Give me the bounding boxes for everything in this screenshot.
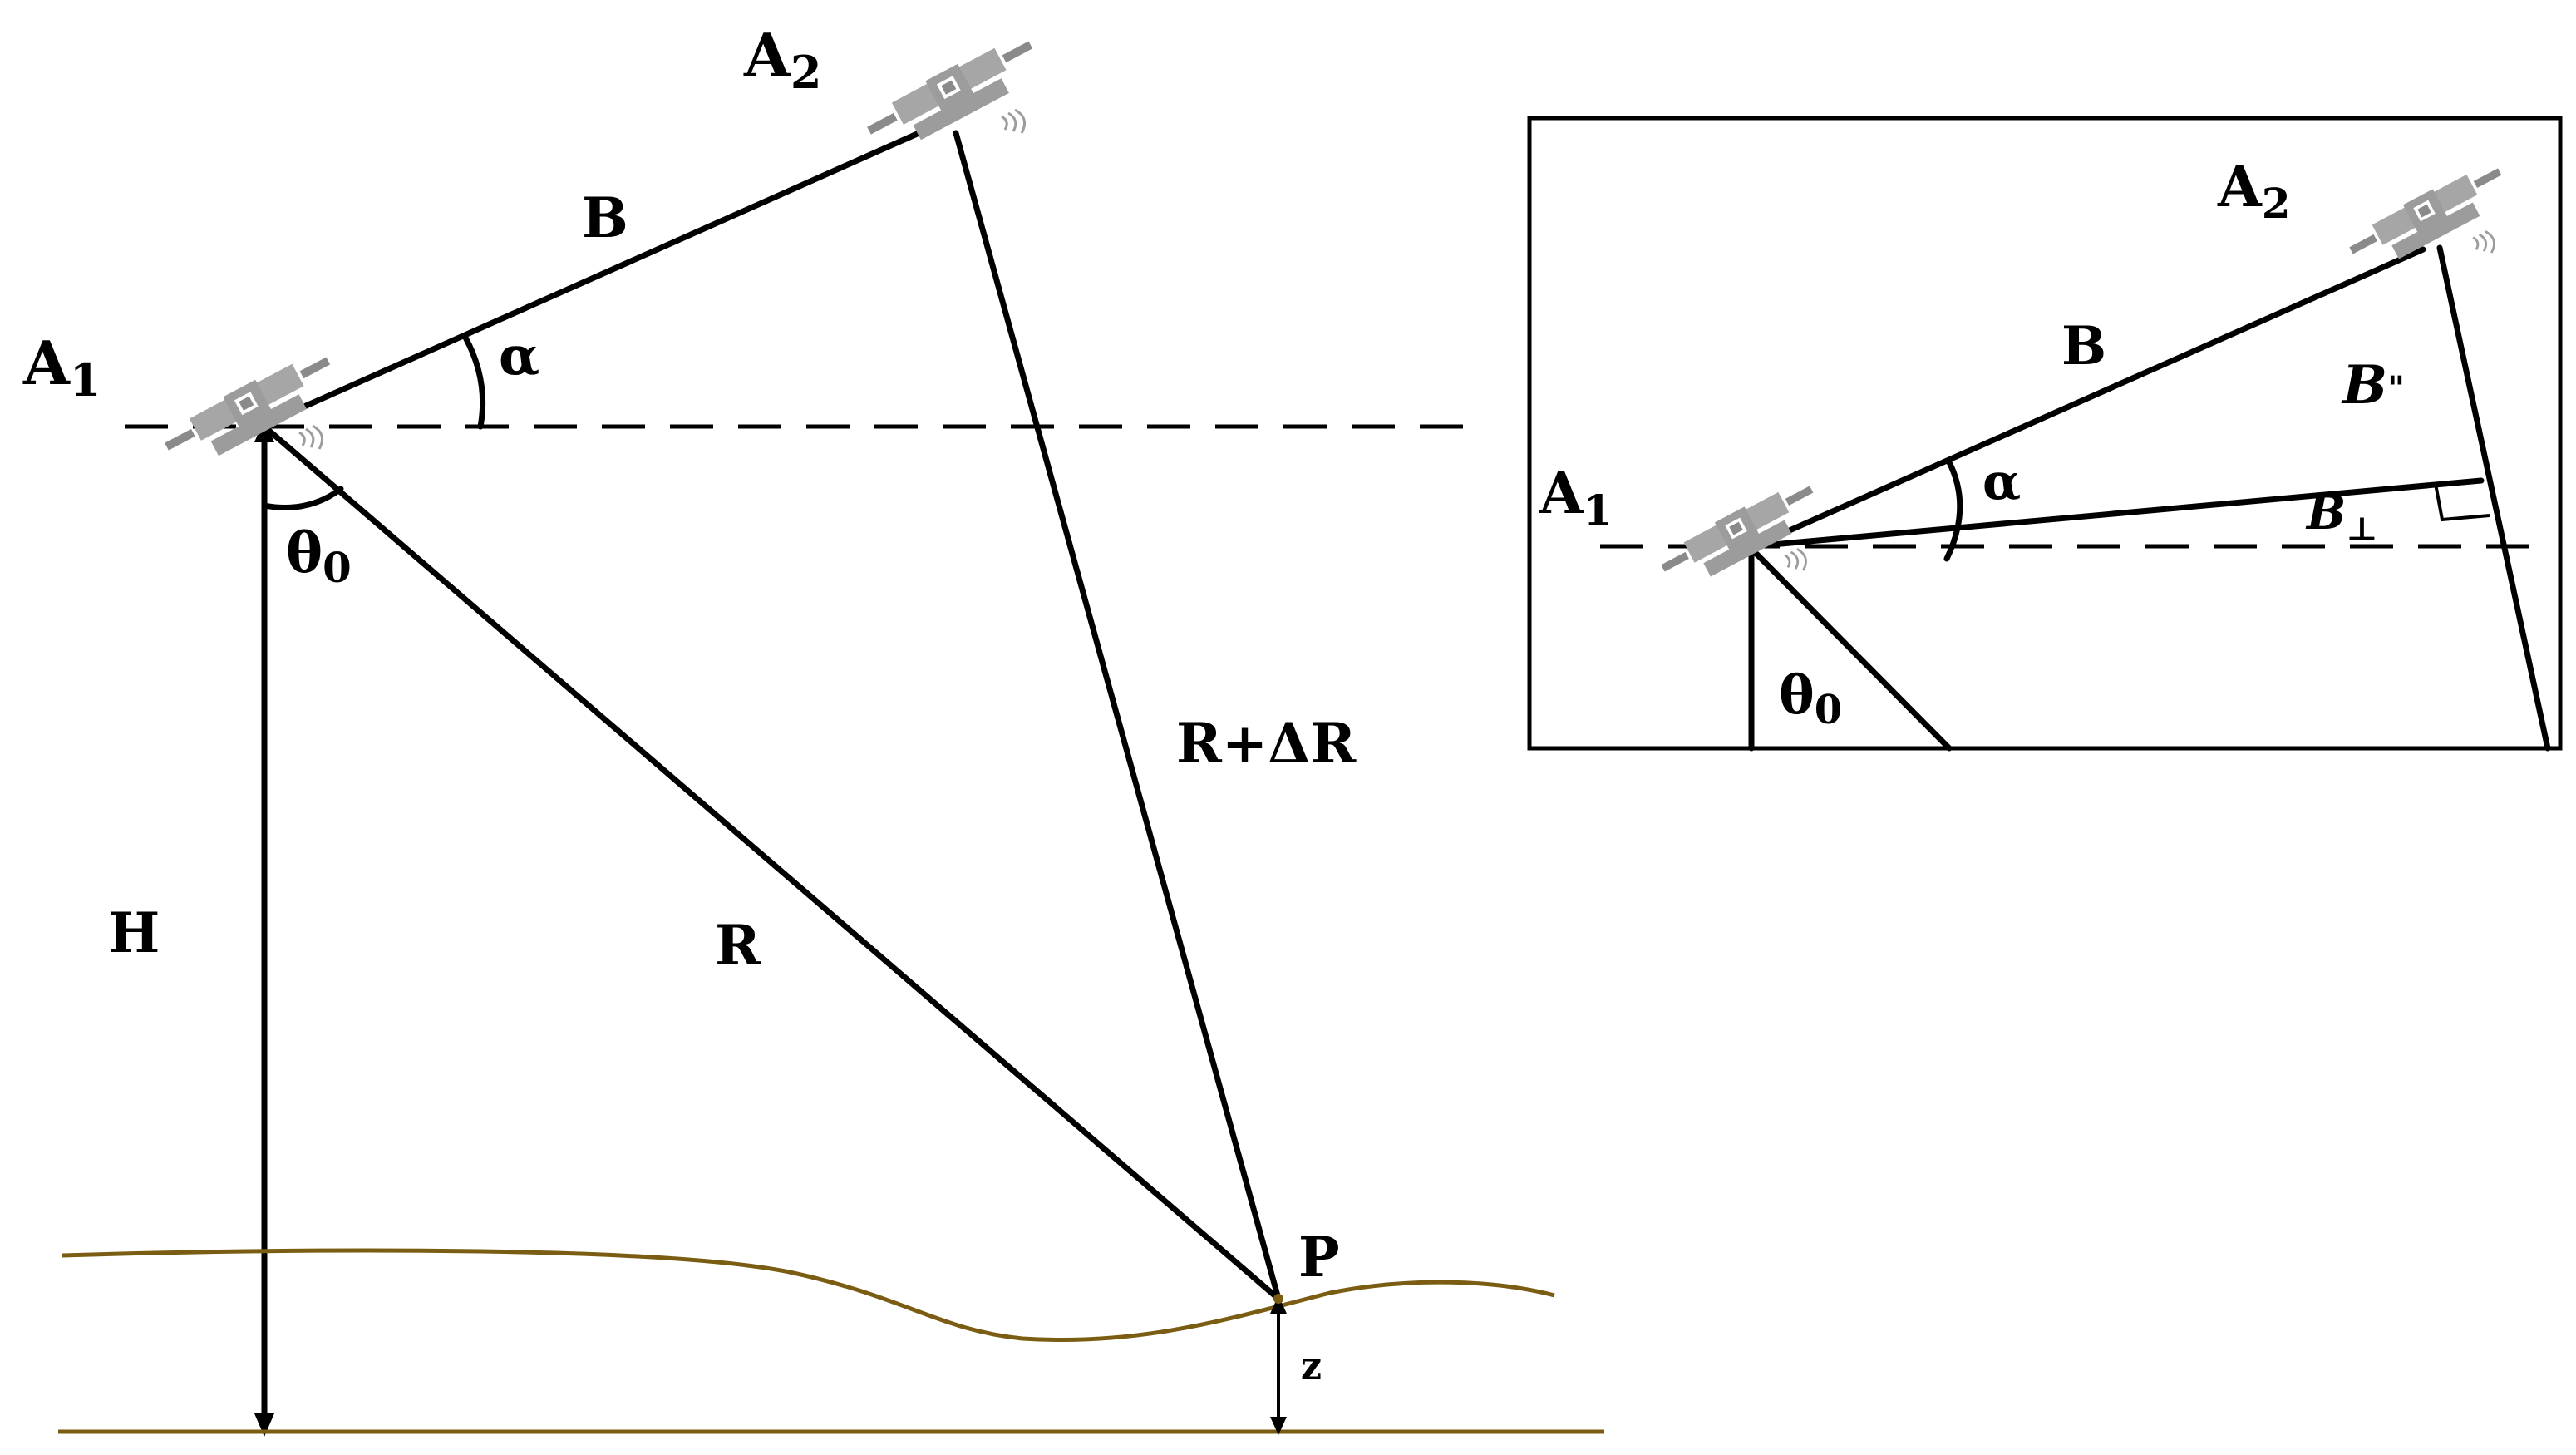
range-r-delta-label: R+ΔR [1176,711,1357,776]
alpha-label: α [499,325,539,387]
a2-label: A2 [743,20,821,99]
point-p-label: P [1298,1225,1340,1290]
inset-baseline-b-line [1751,246,2426,550]
baseline-b-line [256,128,926,430]
satellite-icon [163,356,332,457]
inset-diagram: A1 A2 B α B" B⊥ θ0 [1527,116,2563,752]
height-arrow-bottom [254,1413,274,1437]
range-r-line [261,423,1282,1302]
range-r-delta-line [953,130,1282,1302]
a1-label: A1 [22,328,101,407]
satellite-icon [2347,166,2503,260]
inset-b-parallel-label: B" [2341,354,2405,417]
inset-a1-label: A1 [1539,461,1613,535]
height-label: H [108,900,160,965]
main-diagram: A1 A2 B α θ0 R+ΔR H R P z [22,20,1604,1437]
inset-b-perp-label: B⊥ [2305,486,2378,549]
elevation-arrow-top [1270,1295,1287,1314]
elevation-arrow-bottom [1270,1417,1287,1435]
inset-alpha-label: α [1982,453,2021,511]
theta-label: θ0 [286,520,352,592]
inset-a2-label: A2 [2217,154,2291,228]
inset-range-r-line [1748,545,1953,752]
inset-perpendicular-line [1751,477,2485,550]
baseline-label: B [582,185,628,250]
satellite-icon [865,40,1034,141]
target-point-p [1273,1294,1283,1304]
alpha-angle-arc [462,334,486,430]
satellite-icon [1659,484,1815,578]
inset-frame [1527,116,2563,751]
inset-alpha-angle-arc [1943,459,1963,562]
inset-right-angle-marker [2434,483,2490,522]
range-r-label: R [715,913,761,978]
inset-baseline-label: B [2061,315,2106,377]
inset-range-line [2436,244,2551,752]
elevation-z-label: z [1301,1345,1322,1388]
theta-angle-arc [261,486,344,510]
terrain-surface-line [62,1248,1555,1343]
inset-theta-label: θ0 [1779,664,1842,733]
